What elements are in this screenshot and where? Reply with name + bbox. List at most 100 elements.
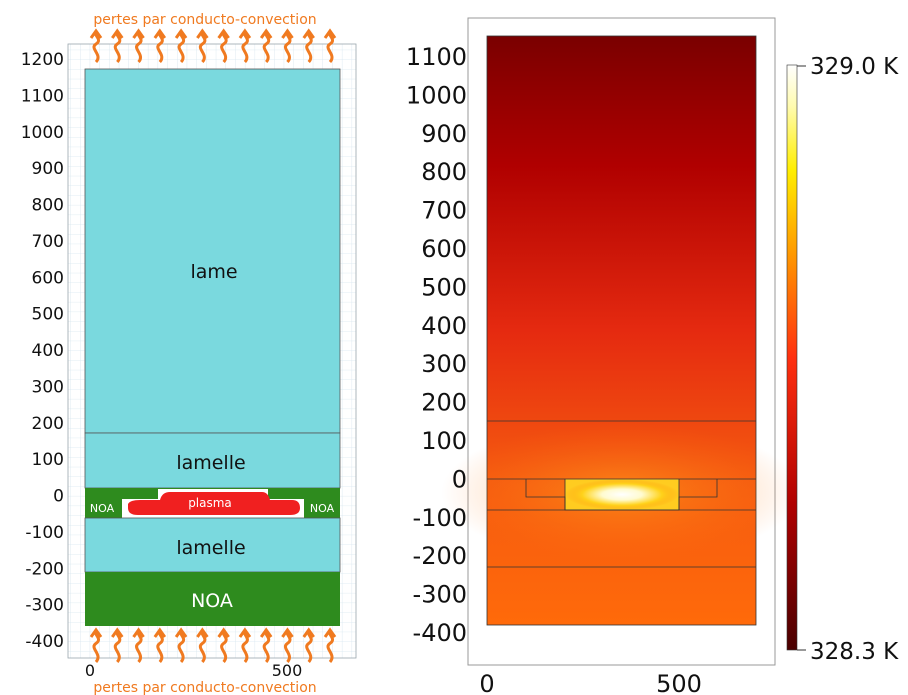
heat-loss-arrow [198,30,207,64]
left-y-tick-label: -300 [25,596,64,616]
heat-loss-arrow [113,629,122,664]
arrow-head [323,627,337,638]
arrow-head [153,28,167,39]
heat-loss-arrow [220,629,228,664]
label-plasma: plasma [188,496,232,510]
right-y-tick-label: -200 [413,542,467,570]
lamelle-top-layer [84,432,341,489]
right-x-tick-0: 0 [479,670,494,695]
left-y-tick-label: 100 [32,450,64,470]
arrow-head [238,627,252,638]
right-temperature-plot: 110010009008007006005004003002001000-100… [406,17,899,695]
colorbar [786,64,798,651]
heat-loss-arrow [198,629,207,664]
left-y-tick-label: 600 [32,268,64,288]
heat-loss-arrow [113,30,122,64]
left-x-tick-0: 0 [85,661,95,680]
heat-loss-arrow [241,629,249,664]
arrow-head [217,28,230,39]
right-y-tick-label: 800 [421,158,467,186]
arrow-head [89,28,103,39]
label-lamelle-top: lamelle [176,452,245,474]
heat-loss-arrow [92,629,101,664]
arrow-head [196,28,209,39]
arrow-head [217,627,230,638]
right-y-tick-label: 100 [421,427,467,455]
right-y-tick-label: 0 [452,465,467,493]
top-caption: pertes par conducto-convection [93,12,316,28]
arrow-head [153,627,167,638]
left-y-tick-label: 1200 [21,50,64,70]
heat-loss-arrow [283,30,292,64]
arrow-head [302,28,315,39]
right-x-tick-500: 500 [656,670,702,695]
colorbar-max-label: 329.0 K [810,54,899,80]
left-y-tick-label: -200 [25,559,64,579]
right-y-tick-label: 200 [421,389,467,417]
heat-loss-arrow [177,30,186,64]
heat-loss-arrow [156,629,164,664]
arrow-head [259,28,273,39]
bottom-caption: pertes par conducto-convection [93,680,316,695]
right-y-tick-label: -100 [413,504,467,532]
left-y-tick-label: 200 [32,414,64,434]
right-y-tick-label: 400 [421,312,467,340]
top-heat-loss-arrows [89,28,337,64]
arrow-head [132,627,145,638]
left-y-tick-label: 900 [32,159,64,179]
heat-loss-arrow [305,30,313,64]
label-lame: lame [190,261,237,283]
label-lamelle-bottom: lamelle [176,537,245,559]
arrow-head [238,28,252,39]
right-y-tick-label: 1100 [406,43,467,71]
arrow-head [132,28,145,39]
heat-loss-arrow [326,629,335,664]
right-y-tick-label: 700 [421,197,467,225]
arrow-head [259,627,273,638]
heat-loss-arrow [305,629,313,664]
arrow-head [323,28,337,39]
lamelle-bottom-layer [84,517,341,573]
left-y-tick-label: 0 [53,487,64,507]
right-y-tick-label: 600 [421,235,467,263]
heat-loss-arrow [92,30,101,64]
left-y-axis-ticks: 1200110010009008007006005004003002001000… [21,50,64,652]
colorbar-min-label: 328.3 K [810,639,899,665]
left-diagram: lame lamelle plasma NOA NOA lamelle NOA … [21,12,357,695]
label-noa-left: NOA [90,502,115,515]
left-x-tick-500: 500 [272,661,303,680]
heat-loss-arrow [241,30,249,64]
bottom-heat-loss-arrows [89,627,337,664]
right-y-tick-label: 500 [421,273,467,301]
heat-loss-arrow [262,30,271,64]
left-y-tick-label: 700 [32,232,64,252]
cavity-outline [525,479,718,511]
right-y-axis-ticks: 110010009008007006005004003002001000-100… [406,43,467,647]
right-y-tick-label: 300 [421,350,467,378]
arrow-head [111,28,124,39]
heat-loss-arrow [135,629,143,664]
right-y-tick-label: -300 [413,581,467,609]
arrow-head [174,28,188,39]
right-y-tick-label: -400 [413,619,467,647]
left-y-tick-label: -400 [25,632,64,652]
lame-layer [84,68,341,434]
label-noa-bottom: NOA [191,590,233,612]
label-noa-right: NOA [310,502,335,515]
right-y-tick-label: 1000 [406,81,467,109]
heat-loss-arrow [135,30,143,64]
left-y-tick-label: 400 [32,341,64,361]
noa-bottom-layer [85,572,340,626]
arrow-head [281,627,294,638]
arrow-head [281,28,294,39]
arrow-head [174,627,188,638]
arrow-head [196,627,209,638]
heat-loss-arrow [326,30,335,64]
heat-loss-arrow [177,629,186,664]
left-y-tick-label: 1100 [21,86,64,106]
right-y-tick-label: 900 [421,120,467,148]
heat-loss-arrow [220,30,228,64]
heat-loss-arrow [262,629,271,664]
left-y-tick-label: 300 [32,377,64,397]
left-y-tick-label: 500 [32,305,64,325]
